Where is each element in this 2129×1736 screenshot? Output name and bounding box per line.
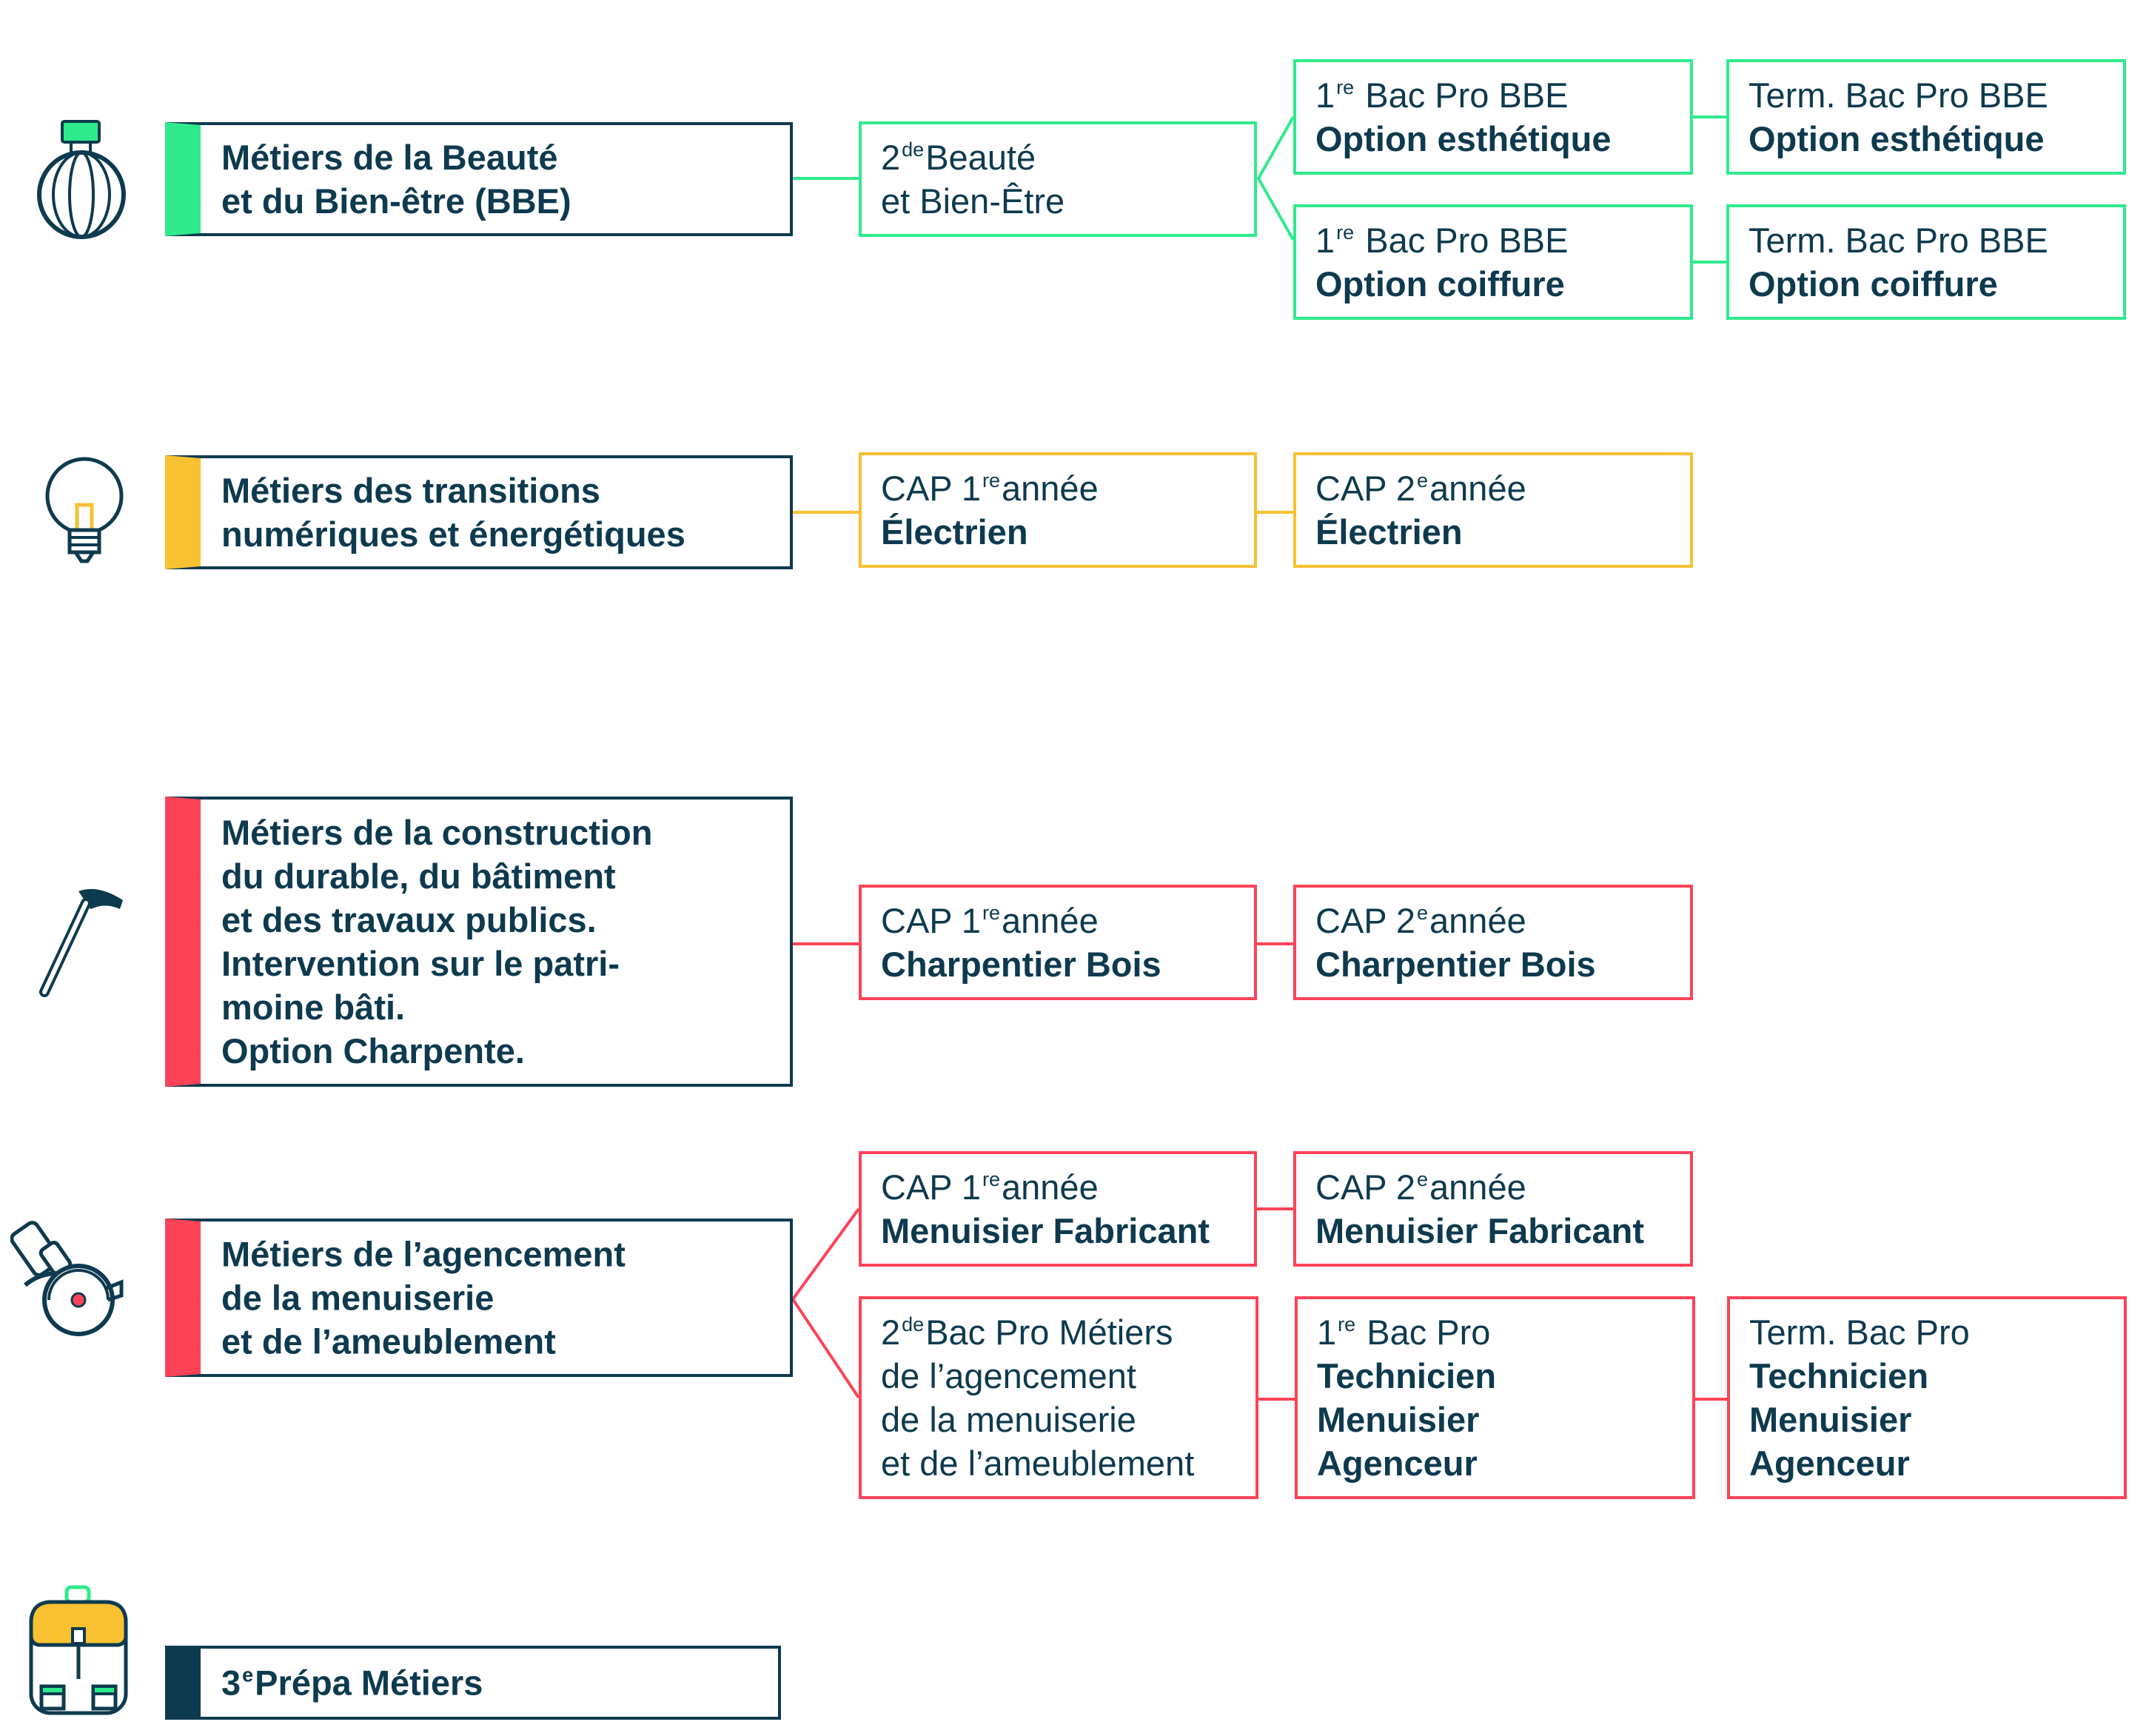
backpack-icon: [29, 1585, 128, 1715]
step-cap1-electrien[interactable]: CAP 1reannée Électrien: [859, 452, 1257, 568]
family-bbe[interactable]: Métiers de la Beauté et du Bien-être (BB…: [165, 122, 793, 236]
step-bbe-1re-coiffure[interactable]: 1re Bac Pro BBE Option coiffure: [1293, 204, 1693, 320]
family-bbe-label: Métiers de la Beauté et du Bien-être (BB…: [221, 138, 571, 221]
family-agencement[interactable]: Métiers de l’agencement de la menuiserie…: [165, 1219, 793, 1377]
family-transitions[interactable]: Métiers des transitions numériques et én…: [165, 455, 793, 569]
light-bulb-icon: [45, 457, 124, 563]
step-cap2-menuisier[interactable]: CAP 2eannée Menuisier Fabricant: [1293, 1151, 1693, 1267]
step-cap1-charpentier[interactable]: CAP 1reannée Charpentier Bois: [859, 885, 1257, 1000]
step-cap2-electrien[interactable]: CAP 2eannée Électrien: [1293, 452, 1693, 568]
connector-agen-split: [791, 1207, 860, 1399]
family-prepa-label: 3ePrépa Métiers: [221, 1663, 483, 1703]
step-bbe-2de[interactable]: 2deBeauté et Bien-Être: [859, 121, 1257, 237]
family-prepa-metiers[interactable]: 3ePrépa Métiers: [165, 1646, 781, 1720]
step-agen-2de[interactable]: 2deBac Pro Métiers de l’agencement de la…: [859, 1296, 1258, 1499]
step-agen-term[interactable]: Term. Bac Pro Technicien Menuisier Agenc…: [1727, 1296, 2127, 1499]
family-transitions-label: Métiers des transitions numériques et én…: [221, 471, 685, 554]
hammer-icon: [39, 888, 123, 997]
circular-saw-icon: [10, 1221, 124, 1336]
step-bbe-term-esthetique[interactable]: Term. Bac Pro BBE Option esthétique: [1726, 59, 2126, 175]
family-agencement-label: Métiers de l’agencement de la menuiserie…: [221, 1234, 626, 1361]
step-cap2-charpentier[interactable]: CAP 2eannée Charpentier Bois: [1293, 885, 1693, 1000]
step-bbe-1re-esthetique[interactable]: 1re Bac Pro BBE Option esthétique: [1293, 59, 1693, 175]
step-cap1-menuisier[interactable]: CAP 1reannée Menuisier Fabricant: [859, 1151, 1257, 1267]
connector-bbe-split: [1256, 116, 1295, 241]
step-agen-1re[interactable]: 1re Bac Pro Technicien Menuisier Agenceu…: [1295, 1296, 1695, 1499]
perfume-bottle-icon: [37, 120, 126, 239]
step-bbe-term-coiffure[interactable]: Term. Bac Pro BBE Option coiffure: [1726, 204, 2126, 320]
family-construction[interactable]: Métiers de la construction du durable, d…: [165, 797, 793, 1087]
family-construction-label: Métiers de la construction du durable, d…: [221, 813, 653, 1070]
